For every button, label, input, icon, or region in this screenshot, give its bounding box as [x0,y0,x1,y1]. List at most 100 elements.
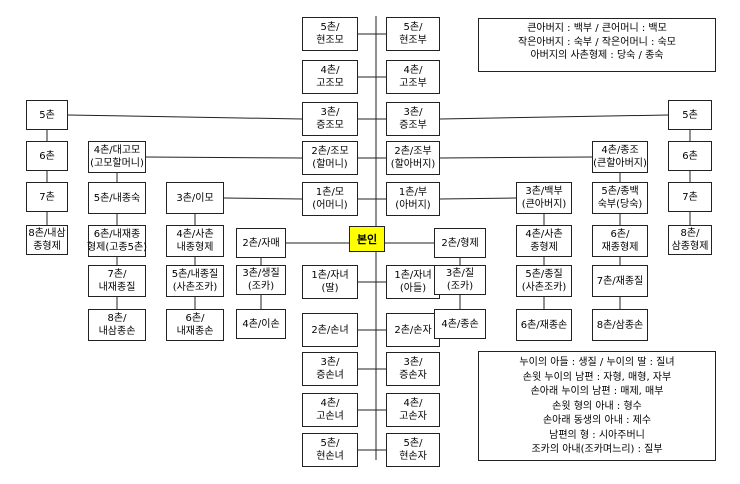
grand-uncle-box: 6촌/재종형제 [592,225,648,257]
self-box: 본인 [349,226,385,252]
aunt-box: 3촌/이모 [166,182,224,214]
note-bottom-line: 손아래 누이의 남편 : 매제, 매부 [530,386,664,397]
descendant-box-female-label: 현손녀 [316,451,344,462]
descendant-box-female-label: 4촌/ [320,398,340,409]
descendant-box-male-label: 고손자 [399,411,427,422]
far-right-box-label: 삼종형제 [671,241,709,252]
aunt-box-label: 내종형제 [176,242,214,253]
brother-box-label: 2촌/형제 [441,237,479,249]
note-top: 큰아버지 : 백부 / 큰어머니 : 백모 작은아버지 : 숙부 / 작은어머니… [478,18,716,72]
ancestor-box-paternal-label: 4촌/ [403,65,423,76]
ancestor-box-paternal-label: 1촌/부 [398,187,428,198]
sister-box-label: 3촌/생질 [242,268,280,279]
aunt-box-label: 내재종손 [176,326,214,337]
ancestor-box-maternal: 5촌/현조모 [302,17,358,51]
grand-aunt-box-label: 5촌/내종숙 [93,192,141,204]
uncle-box: 5촌/종질(사촌조카) [516,265,572,297]
ancestor-box-maternal-label: 1촌/모 [315,187,345,198]
aunt-box-label: 6촌/ [185,313,205,324]
grand-uncle-box-label: 8촌/삼종손 [596,319,644,331]
grand-uncle-box-label: 6촌/ [610,229,630,240]
brother-box: 4촌/종손 [434,309,486,339]
far-right-box-label: 8촌/ [680,228,700,239]
ancestor-box-maternal-label: 4촌/ [320,65,340,76]
ancestor-box-maternal: 1촌/모(어머니) [302,182,358,216]
descendant-box-male-label: 현손자 [399,451,427,462]
grand-aunt-box-label: 4촌/대고모 [93,145,141,156]
brother-box: 2촌/형제 [434,228,486,258]
note-bottom-line: 손윗 형의 아내 : 형수 [552,400,642,412]
connector-line [67,114,303,120]
grand-uncle-box-label: 7촌/재종질 [596,275,644,287]
descendant-box-male-label: 2촌/손자 [394,324,432,336]
aunt-box-label: 5촌/내종질 [171,269,219,280]
grand-aunt-box-label: (고모할머니) [90,158,144,169]
uncle-box-label: 4촌/사촌 [525,229,563,240]
note-top-line: 작은아버지 : 숙부 / 작은어머니 : 숙모 [518,36,676,48]
descendant-box-female: 5촌/현손녀 [302,433,358,467]
ancestor-box-maternal-label: 현조모 [316,35,344,46]
ancestor-box-paternal: 2촌/조부(할아버지) [386,141,440,175]
uncle-box-label: 6촌/재종손 [520,319,568,331]
grand-aunt-box-label: 내재종질 [98,282,136,293]
note-top-line: 아버지의 사촌형제 : 당숙 / 종숙 [530,50,664,61]
ancestor-box-paternal: 4촌/고조부 [386,60,440,94]
sister-box-label: (조카) [247,281,275,292]
ancestor-box-maternal-label: 2촌/조모 [311,146,349,157]
grand-aunt-box: 4촌/대고모 (고모할머니) [88,141,146,173]
descendant-box-female: 3촌/증손녀 [302,352,358,386]
far-left-box: 6촌 [26,141,68,171]
ancestor-box-paternal-label: 5촌/ [403,22,423,33]
ancestor-box-paternal: 3촌/증조부 [386,102,440,136]
brother-box-label: 3촌/질 [445,268,475,279]
note-bottom-line: 누이의 아들 : 생질 / 누이의 딸 : 질녀 [519,357,675,368]
ancestor-box-paternal: 5촌/현조부 [386,17,440,51]
grand-aunt-box-label: 8촌/ [107,313,127,324]
descendant-box-male: 1촌/자녀(아들) [386,265,440,299]
brother-box: 3촌/질 (조카) [434,265,486,295]
descendant-box-male: 4촌/고손자 [386,393,440,427]
uncle-box-label: (큰아버지) [521,199,567,210]
connector-line [439,114,669,120]
ancestor-box-paternal-label: 2촌/조부 [394,146,432,157]
far-left-box-label: 7촌 [39,191,55,203]
descendant-box-male: 2촌/손자 [386,313,440,347]
brother-box-label: (조카) [446,281,474,292]
ancestor-box-maternal-label: 3촌/ [320,107,340,118]
note-top-line: 큰아버지 : 백부 / 큰어머니 : 백모 [527,23,667,34]
far-right-box: 5촌 [668,100,712,130]
ancestor-box-paternal-label: (아버지) [395,200,431,211]
ancestor-box-paternal-label: 3촌/ [403,107,423,118]
aunt-box: 6촌/내재종손 [166,309,224,341]
grand-uncle-box: 7촌/재종질 [592,265,648,297]
sister-box: 3촌/생질 (조카) [236,265,286,295]
ancestor-box-paternal-label: 현조부 [399,35,427,46]
far-right-box: 6촌 [668,141,712,171]
grand-aunt-box-label: 7촌/ [107,269,127,280]
aunt-box: 5촌/내종질(사촌조카) [166,265,224,297]
far-right-box-label: 7촌 [682,191,698,203]
ancestor-box-maternal: 4촌/고조모 [302,60,358,94]
grand-uncle-box-label: (큰할아버지) [593,158,647,169]
far-left-box-label: 종형제 [33,241,61,252]
note-bottom-line: 조카의 아내(조카며느리) : 질부 [531,444,663,455]
descendant-box-female-label: (딸) [321,283,339,294]
ancestor-box-paternal-label: 증조부 [399,120,427,131]
brother-box-label: 4촌/종손 [441,318,479,330]
ancestor-box-maternal-label: 5촌/ [320,22,340,33]
descendant-box-female: 4촌/고손녀 [302,393,358,427]
sister-box: 2촌/자매 [236,228,286,258]
sister-box-label: 4촌/이손 [242,318,280,330]
connector-line [223,197,303,200]
grand-uncle-box: 8촌/삼종손 [592,309,648,341]
far-left-box: 7촌 [26,182,68,212]
descendant-box-female: 2촌/손녀 [302,313,358,347]
uncle-box-label: 5촌/종질 [525,269,563,280]
sister-box: 4촌/이손 [236,309,286,339]
grand-aunt-box-label: 형제(고종5촌) [86,242,148,253]
